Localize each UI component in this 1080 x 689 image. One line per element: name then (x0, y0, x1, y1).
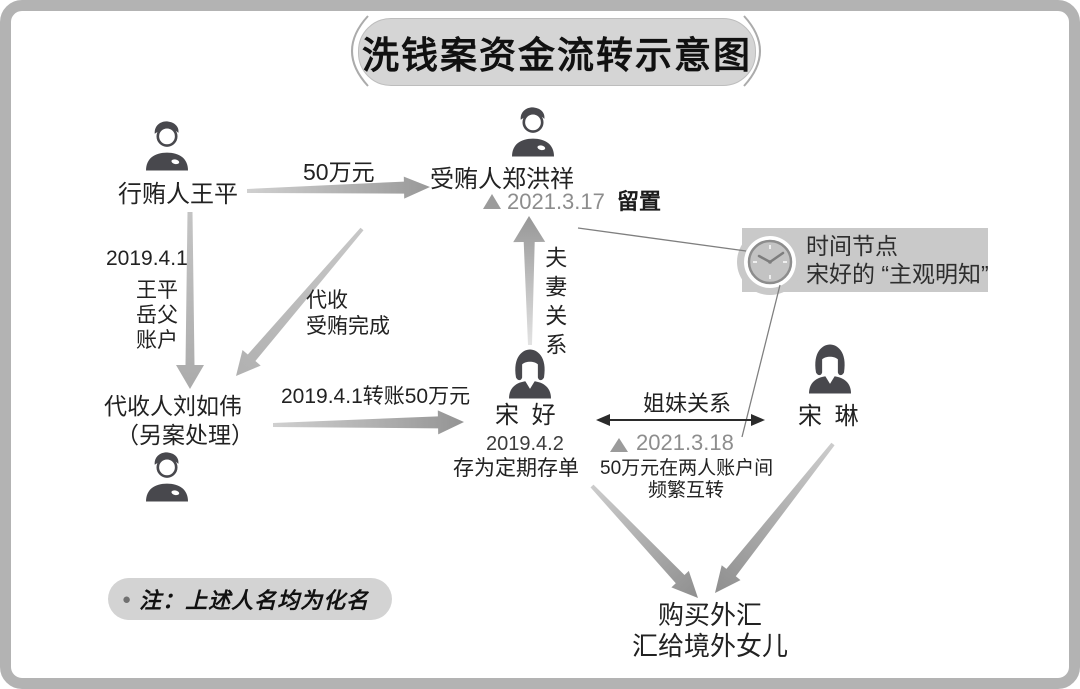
collect-done-arrow (236, 227, 364, 376)
recipient-event: 2021.3.17 留置 (507, 189, 661, 214)
bribe-arrow (247, 176, 430, 199)
callout-line1: 时间节点 (806, 233, 898, 259)
diagram-title: 洗钱案资金流转示意图 (362, 36, 752, 77)
time-callout-panel (737, 228, 988, 295)
callout-line2: 宋好的 “主观明知” (806, 261, 989, 287)
recipient-person-icon (510, 106, 556, 158)
sister-relation-label: 姐妹关系 (643, 391, 732, 416)
account-line-1: 王平 (136, 279, 178, 302)
marker-triangle-2021-3-18 (610, 438, 628, 452)
collector-label: 代收人刘如伟 (104, 393, 242, 419)
destination-line-2: 汇给境外女儿 (631, 631, 788, 661)
marker-triangle-2021-3-17 (483, 194, 501, 209)
sister-desc-line2: 频繁互转 (648, 480, 725, 501)
transfer-label: 2019.4.1转账50万元 (281, 385, 471, 408)
account-line-3: 账户 (136, 329, 178, 352)
footnote-text: 注：上述人名均为化名 (139, 588, 370, 613)
song-hao-action: 存为定期存单 (453, 457, 579, 480)
father-account-arrow (176, 212, 204, 389)
collector-person-icon (144, 451, 190, 503)
song-lin-person-icon (809, 344, 851, 394)
recipient-label: 受贿人郑洪祥 (430, 166, 574, 193)
title-right-arc-decoration (743, 15, 761, 87)
sister-relation-arrow (596, 414, 765, 426)
song-hao-date: 2019.4.2 (486, 433, 564, 455)
couple-arrow (513, 216, 546, 345)
briber-person-icon (144, 120, 190, 172)
callout-line-to-detention (577, 227, 747, 252)
collect-line-2: 受贿完成 (306, 315, 390, 338)
collect-done-label: 代收 受贿完成 (306, 288, 390, 340)
transfer-arrow (273, 410, 464, 435)
callout-line-to-transfers (741, 284, 781, 438)
destination-label: 购买外汇 汇给境外女儿 (600, 600, 820, 662)
song-lin-fx-arrow (715, 442, 835, 593)
collector-sublabel: （另案处理） (116, 422, 254, 448)
detention-label: 留置 (617, 189, 662, 214)
couple-relation-label: 夫妻关系 (542, 246, 568, 362)
destination-line-1: 购买外汇 (657, 600, 762, 630)
sister-desc-line1: 50万元在两人账户间 (600, 458, 774, 479)
account-owner-label: 王平 岳父 账户 (136, 278, 178, 353)
song-hao-label: 宋 好 (495, 402, 559, 429)
diagram-title-pill: 洗钱案资金流转示意图 (358, 18, 756, 86)
account-date-label: 2019.4.1 (106, 247, 188, 270)
bribe-amount-label: 50万元 (303, 159, 375, 185)
collect-line-1: 代收 (306, 289, 348, 312)
footnote-bullet-icon: ● (122, 590, 132, 608)
song-lin-label: 宋 琳 (798, 403, 862, 430)
song-hao-fx-arrow (590, 484, 698, 598)
account-line-2: 岳父 (136, 304, 178, 327)
sister-date-label: 2021.3.18 (636, 430, 734, 455)
clock-icon (747, 239, 793, 285)
briber-label: 行贿人王平 (118, 181, 238, 208)
detention-date: 2021.3.17 (507, 189, 605, 214)
footnote-pill: ● 注：上述人名均为化名 (108, 578, 392, 620)
title-left-arc-decoration (351, 15, 369, 87)
